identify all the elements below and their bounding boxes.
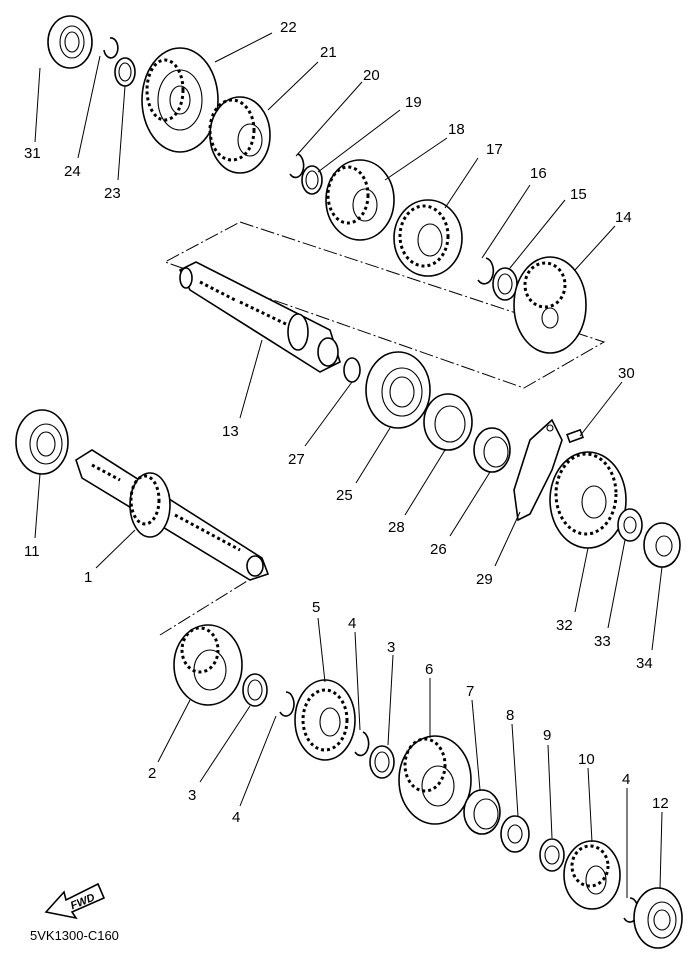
- callout-4c: 4: [622, 771, 630, 788]
- part-18-gear: [325, 159, 395, 241]
- fwd-label: FWD: [69, 892, 97, 913]
- callout-15: 15: [570, 186, 587, 203]
- callout-24: 24: [64, 163, 81, 180]
- part-29-plate: [513, 418, 563, 522]
- part-2-gear: [173, 624, 243, 706]
- part-32-sprocket: [549, 451, 627, 549]
- part-31-bearing: [47, 15, 93, 69]
- callout-5: 5: [312, 599, 320, 616]
- fwd-arrow-icon: FWD: [44, 882, 106, 920]
- diagram-code: 5VK1300-C160: [30, 928, 119, 943]
- callout-17: 17: [486, 141, 503, 158]
- callout-34: 34: [636, 655, 653, 672]
- part-28-oil-seal: [423, 393, 473, 451]
- part-21-gear: [208, 96, 271, 174]
- part-1-drive-axle: [75, 449, 270, 581]
- callout-12: 12: [652, 795, 669, 812]
- part-25-bearing: [365, 351, 431, 429]
- part-3-washer-b: [369, 745, 395, 779]
- part-14-gear: [513, 256, 587, 354]
- part-24-circlip: [103, 37, 119, 59]
- callout-13: 13: [222, 423, 239, 440]
- part-4-circlip-b: [354, 731, 370, 757]
- part-6-gear: [398, 735, 472, 825]
- part-4-circlip-a: [279, 691, 295, 717]
- part-19-washer: [301, 165, 323, 195]
- callout-31: 31: [24, 145, 41, 162]
- callout-4b: 4: [348, 615, 356, 632]
- part-23-washer: [114, 57, 136, 87]
- callout-25: 25: [336, 487, 353, 504]
- leader-lines: [34, 32, 663, 898]
- callout-3b: 3: [387, 639, 395, 656]
- callout-labels: 22 21 20 19 18 17 16 15 14 31 24 23 13 2…: [24, 19, 669, 826]
- callout-29: 29: [476, 571, 493, 588]
- part-13-main-axle: [178, 261, 341, 373]
- callout-8: 8: [506, 707, 514, 724]
- callout-3a: 3: [188, 787, 196, 804]
- callout-18: 18: [448, 121, 465, 138]
- callout-11: 11: [24, 543, 40, 560]
- part-8-washer: [500, 815, 530, 853]
- part-3-washer-a: [242, 673, 268, 707]
- callout-21: 21: [320, 44, 337, 61]
- assembly-lines: [159, 221, 606, 636]
- callout-27: 27: [288, 451, 305, 468]
- callout-23: 23: [104, 185, 121, 202]
- part-20-circlip: [289, 153, 305, 179]
- callout-6: 6: [425, 661, 433, 678]
- part-10-gear: [563, 840, 621, 910]
- part-12-bearing: [633, 887, 683, 949]
- part-9-washer: [539, 838, 565, 872]
- callout-4a: 4: [232, 809, 240, 826]
- callout-14: 14: [615, 209, 632, 226]
- callout-20: 20: [363, 67, 380, 84]
- callout-10: 10: [578, 751, 595, 768]
- callout-33: 33: [594, 633, 611, 650]
- part-16-circlip: [477, 257, 495, 285]
- callout-16: 16: [530, 165, 547, 182]
- part-33-lock-washer: [617, 508, 643, 542]
- callout-28: 28: [388, 519, 405, 536]
- callout-32: 32: [556, 617, 573, 634]
- part-34-nut: [643, 522, 681, 568]
- part-5-gear: [294, 679, 356, 761]
- part-22-gear: [141, 47, 219, 153]
- callout-7: 7: [466, 683, 474, 700]
- callout-22: 22: [280, 19, 297, 36]
- callout-2: 2: [148, 765, 156, 782]
- part-17-gear: [393, 199, 463, 277]
- part-7-collar: [463, 789, 501, 835]
- callout-30: 30: [618, 365, 635, 382]
- part-27-o-ring: [343, 357, 361, 383]
- callout-19: 19: [405, 94, 422, 111]
- part-15-washer: [492, 267, 518, 301]
- callout-1: 1: [84, 569, 92, 586]
- part-11-bearing: [15, 409, 69, 475]
- callout-26: 26: [430, 541, 447, 558]
- part-26-collar: [473, 427, 511, 473]
- callout-9: 9: [543, 727, 551, 744]
